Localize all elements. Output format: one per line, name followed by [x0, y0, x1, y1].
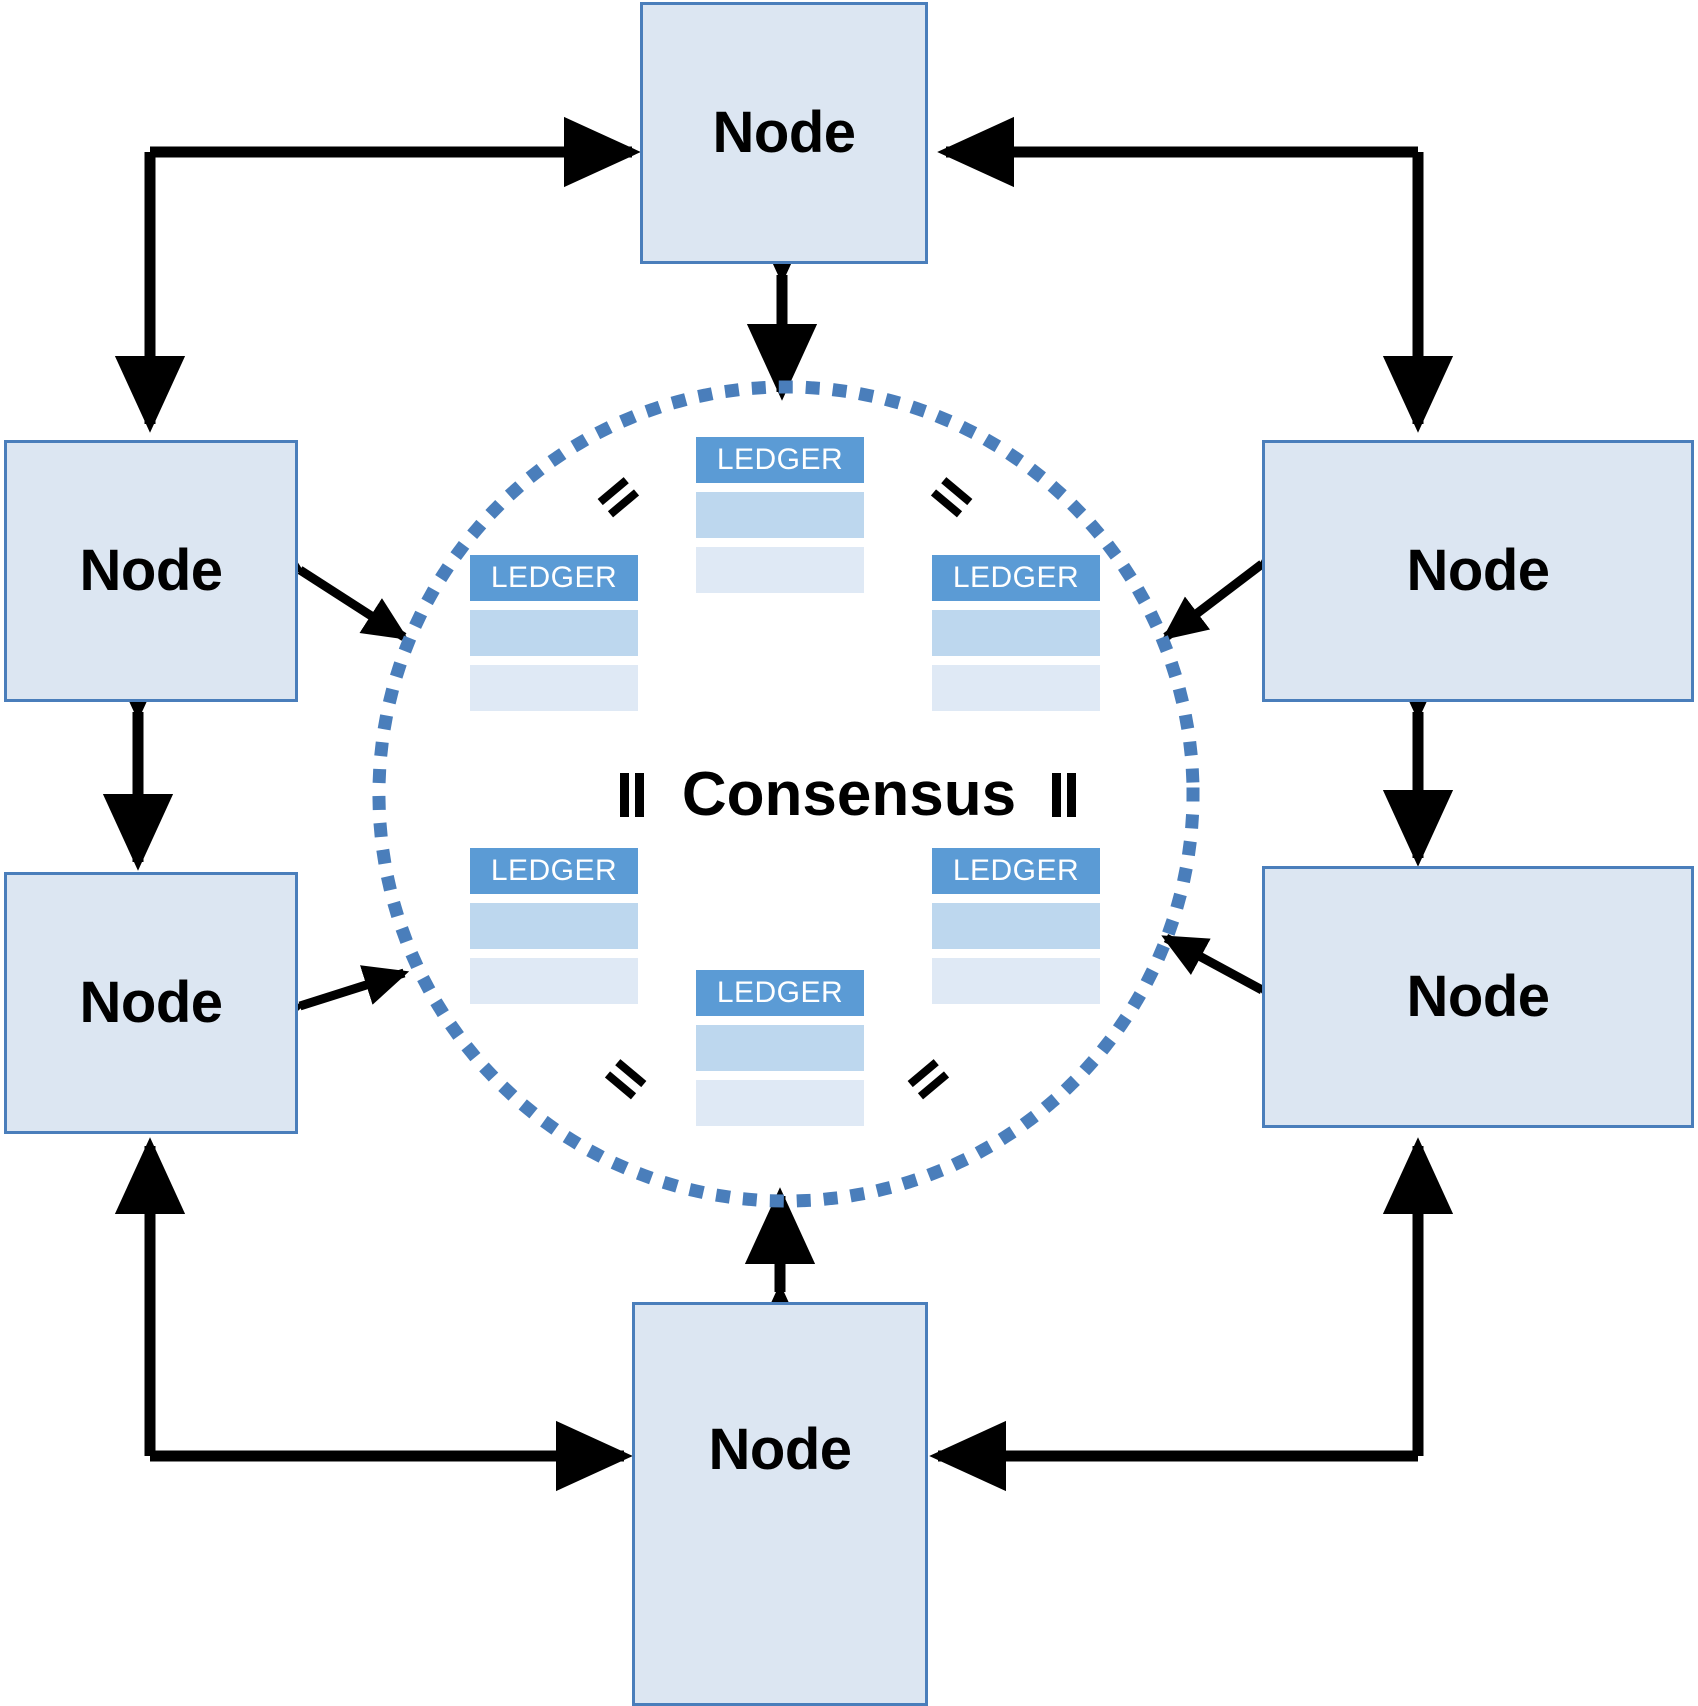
ledger-lower-right-header: LEDGER: [932, 848, 1100, 894]
node-bottom-label: Node: [708, 1417, 853, 1482]
equals-icon-consensus-right: [1050, 773, 1080, 817]
ledger-upper-left-header: LEDGER: [470, 555, 638, 601]
node-left-upper[interactable]: Node: [4, 440, 298, 702]
node-left-upper-label: Node: [79, 538, 224, 603]
node-right-lower[interactable]: Node: [1262, 866, 1694, 1128]
node-left-lower[interactable]: Node: [4, 872, 298, 1134]
connector-left-upper-to-top: [114, 116, 641, 433]
equals-icon-bottom-left: [602, 1058, 647, 1103]
ledger-lower-left-row-1: [470, 903, 638, 949]
ledger-upper-right-row-2: [932, 665, 1100, 711]
ledger-upper-left-row-1: [470, 610, 638, 656]
ledger-upper-left[interactable]: LEDGER: [470, 555, 638, 711]
node-top-label: Node: [712, 100, 857, 165]
connector-left-lower-to-bottom: [114, 1137, 633, 1492]
node-bottom[interactable]: Node: [632, 1302, 928, 1706]
node-right-upper[interactable]: Node: [1262, 440, 1694, 702]
ledger-lower-left-header: LEDGER: [470, 848, 638, 894]
ledger-lower-right[interactable]: LEDGER: [932, 848, 1100, 1004]
connector-right-upper-to-circle: [1161, 523, 1307, 641]
node-top[interactable]: Node: [640, 2, 928, 264]
consensus-group: Consensus: [0, 757, 1698, 833]
ledger-top-row-1: [696, 492, 864, 538]
ledger-upper-right-row-1: [932, 610, 1100, 656]
ledger-bottom-header: LEDGER: [696, 970, 864, 1016]
ledger-lower-right-row-1: [932, 903, 1100, 949]
ledger-top-header: LEDGER: [696, 437, 864, 483]
node-right-upper-label: Node: [1406, 538, 1551, 603]
ledger-top-row-2: [696, 547, 864, 593]
connector-right-lower-to-circle: [1161, 934, 1307, 1028]
connector-right-upper-to-top: [937, 116, 1454, 433]
consensus-label: Consensus: [681, 760, 1017, 829]
equals-icon-top-right: [928, 476, 973, 521]
ledger-upper-right-header: LEDGER: [932, 555, 1100, 601]
ledger-bottom-row-2: [696, 1080, 864, 1126]
equals-icon-consensus-left: [618, 773, 648, 817]
ledger-upper-left-row-2: [470, 665, 638, 711]
ledger-bottom-row-1: [696, 1025, 864, 1071]
equals-icon-bottom-right: [906, 1058, 951, 1103]
ledger-bottom[interactable]: LEDGER: [696, 970, 864, 1126]
connector-left-lower-to-circle: [255, 965, 410, 1038]
connector-right-lower-to-bottom: [929, 1137, 1454, 1492]
node-right-lower-label: Node: [1406, 964, 1551, 1029]
ledger-lower-right-row-2: [932, 958, 1100, 1004]
connector-left-upper-to-circle: [255, 531, 409, 641]
equals-icon-top-left: [596, 476, 641, 521]
ledger-lower-left[interactable]: LEDGER: [470, 848, 638, 1004]
ledger-upper-right[interactable]: LEDGER: [932, 555, 1100, 711]
ledger-lower-left-row-2: [470, 958, 638, 1004]
node-left-lower-label: Node: [79, 970, 224, 1035]
ledger-top[interactable]: LEDGER: [696, 437, 864, 593]
